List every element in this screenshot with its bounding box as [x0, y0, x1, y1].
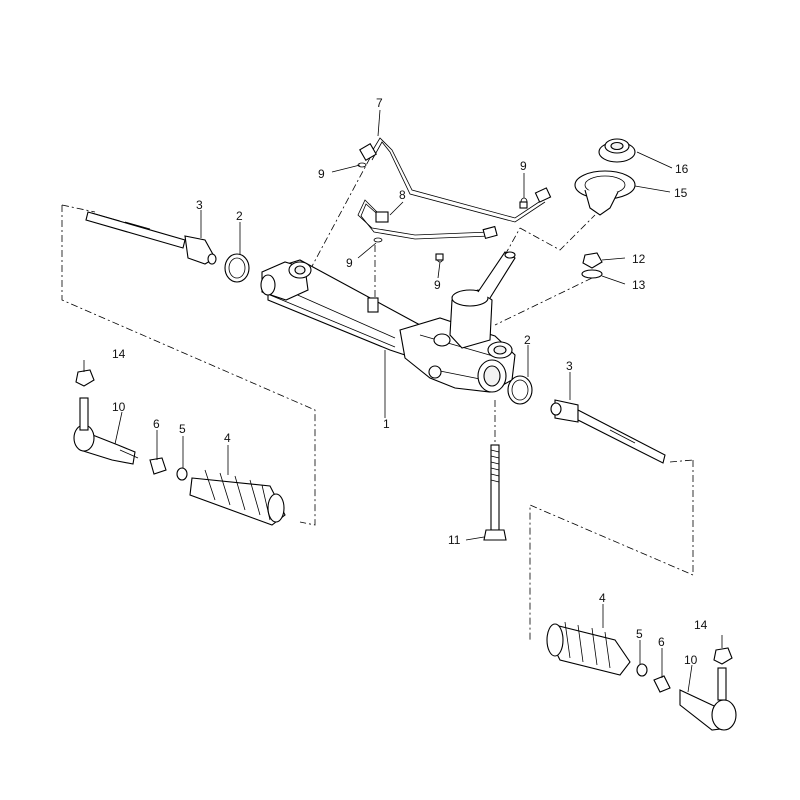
pressure-line-7 — [359, 137, 552, 223]
nut-12 — [582, 252, 603, 269]
callout-16: 16 — [675, 162, 689, 176]
callout-12: 12 — [632, 252, 646, 266]
callout-8: 8 — [399, 188, 406, 202]
steering-gear-housing-1 — [260, 251, 516, 393]
right-inner-tie-rod-3 — [550, 399, 666, 464]
left-nut-14 — [75, 369, 95, 387]
callout-14-right: 14 — [694, 618, 708, 632]
callout-1: 1 — [383, 417, 390, 431]
callout-9-c: 9 — [434, 278, 441, 292]
callout-4-left: 4 — [224, 431, 231, 445]
left-locknut-6 — [149, 457, 167, 475]
callout-3-right: 3 — [566, 359, 573, 373]
callout-3-left: 3 — [196, 198, 203, 212]
callout-2-left: 2 — [236, 209, 243, 223]
callout-9-a: 9 — [318, 167, 325, 181]
callout-10-right: 10 — [684, 653, 698, 667]
left-inner-tie-rod-3 — [85, 211, 217, 265]
right-bellows-boot-4 — [546, 621, 631, 676]
left-outer-tie-rod-end-10 — [73, 397, 139, 465]
mounting-bolt-11 — [483, 444, 507, 541]
callout-15: 15 — [674, 186, 688, 200]
assembly-lines — [61, 157, 694, 640]
callout-11: 11 — [448, 533, 461, 547]
right-nut-14 — [713, 647, 733, 665]
callout-9-b: 9 — [346, 256, 353, 270]
callout-6-left: 6 — [153, 417, 160, 431]
insulator-16 — [598, 138, 636, 163]
callout-4-right: 4 — [599, 591, 606, 605]
left-retaining-ring-2 — [224, 253, 250, 283]
return-line-8 — [357, 199, 498, 240]
callout-7: 7 — [376, 96, 383, 110]
callout-2-right: 2 — [524, 333, 531, 347]
insulator-15 — [574, 170, 636, 216]
callout-9-d: 9 — [520, 159, 527, 173]
callout-5-right: 5 — [636, 627, 643, 641]
leader-lines — [83, 109, 723, 693]
left-clamp-5 — [176, 467, 188, 481]
callout-13: 13 — [632, 278, 646, 292]
left-bellows-boot-4 — [189, 469, 286, 526]
right-clamp-5 — [636, 663, 648, 677]
callout-labels: 1 2 2 3 3 4 4 5 5 6 6 7 8 9 9 9 9 10 10 … — [112, 96, 708, 667]
washer-13 — [581, 269, 603, 279]
right-outer-tie-rod-end-10 — [679, 667, 737, 731]
right-retaining-ring-2 — [507, 375, 533, 405]
callout-5-left: 5 — [179, 422, 186, 436]
callout-10-left: 10 — [112, 400, 126, 414]
right-locknut-6 — [653, 675, 671, 693]
callout-6-right: 6 — [658, 635, 665, 649]
callout-14-left: 14 — [112, 347, 126, 361]
